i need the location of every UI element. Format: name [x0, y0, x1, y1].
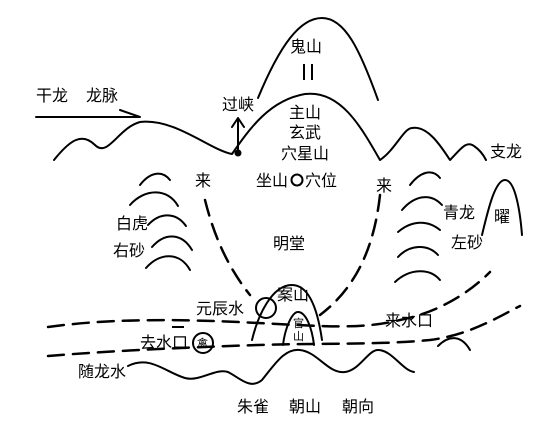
- gan-long-arrow-line: [35, 109, 141, 118]
- label-xuan-wu: 玄武: [289, 123, 321, 142]
- gui-shan-peak: [257, 17, 379, 101]
- qin-circle: [192, 332, 214, 354]
- an-shan-hill: [251, 284, 323, 341]
- bai-hu-arc-5: [145, 255, 191, 271]
- label-bai-hu: 白虎: [116, 214, 148, 233]
- label-chao-xiang: 朝向: [342, 397, 374, 416]
- label-qing-long: 青龙: [443, 203, 475, 222]
- bai-hu-arc-2: [129, 191, 179, 207]
- lai-right-water: [318, 193, 382, 317]
- qing-long-arc-3: [397, 221, 441, 233]
- bai-hu-arc-3: [147, 214, 187, 227]
- label-gui-shan: 鬼山: [290, 37, 322, 56]
- lai-left-water: [203, 198, 252, 297]
- label-zhu-que: 朱雀: [237, 397, 269, 416]
- bai-hu-arc-1: [139, 172, 171, 186]
- qing-long-arc-2: [401, 196, 443, 211]
- label-zhi-long: 支龙: [490, 142, 522, 161]
- guo-xia-arrow-head: [231, 117, 245, 128]
- label-guo-xia: 过峡: [222, 95, 254, 114]
- label-yao: 曜: [494, 207, 510, 226]
- label-xue-xing-shan: 穴星山: [281, 144, 329, 163]
- label-qu-shui-kou: 去水口: [140, 333, 188, 352]
- bottom-hills-right: [437, 337, 471, 351]
- yao-peak: [481, 179, 523, 236]
- label-lai-left: 来: [195, 171, 211, 190]
- guan-hill: [282, 311, 315, 346]
- label-qin: 禽: [197, 336, 208, 350]
- label-long-mai: 龙脉: [86, 86, 118, 105]
- label-shan-small: 山: [293, 330, 304, 343]
- qing-long-arc-4: [397, 246, 439, 258]
- qing-long-arc-1: [409, 171, 441, 186]
- label-xue-wei: 穴位: [305, 171, 337, 190]
- bottom-hills: [127, 348, 415, 385]
- inner-water-line: [46, 304, 522, 358]
- label-lai-right: 来: [376, 176, 392, 195]
- bai-hu-arc-4: [151, 235, 193, 251]
- label-guan: 官: [293, 316, 304, 330]
- label-gan-long: 干龙: [36, 86, 68, 105]
- label-lai-shui-kou: 来水口: [385, 311, 433, 330]
- label-sui-long-shui: 随龙水: [78, 362, 126, 381]
- label-chao-shan: 朝山: [289, 397, 321, 416]
- label-zhu-shan: 主山: [289, 103, 321, 122]
- xue-wei-circle: [290, 173, 304, 187]
- label-zuo-sha: 左砂: [451, 233, 483, 252]
- yuan-chen-circle: [255, 297, 277, 319]
- label-an-shan: 案山: [277, 285, 309, 304]
- label-zuo-shan: 坐山: [256, 171, 288, 190]
- label-you-sha: 右砂: [113, 241, 145, 260]
- guo-xia-dot: [234, 149, 242, 157]
- label-yuan-chen-shui: 元辰水: [196, 299, 244, 318]
- qing-long-arc-5: [394, 270, 441, 283]
- label-ming-tang: 明堂: [273, 234, 305, 253]
- outer-water-line: [46, 270, 492, 329]
- main-ridge: [53, 92, 487, 161]
